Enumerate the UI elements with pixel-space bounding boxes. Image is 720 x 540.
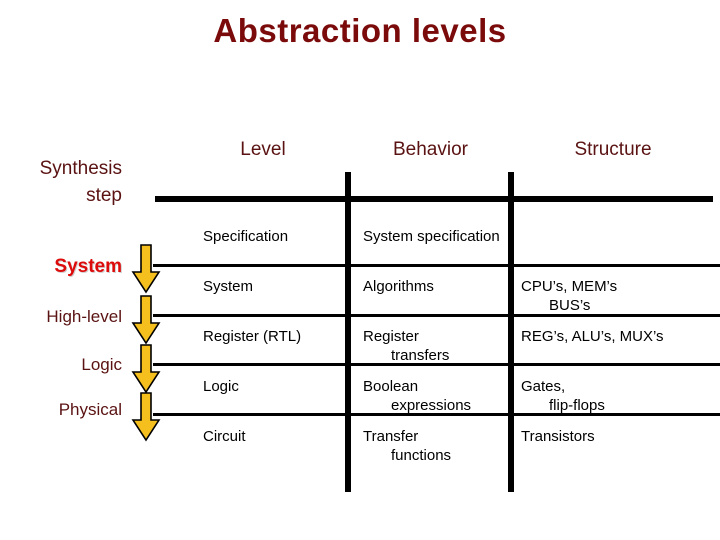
table-row: Transfer functions (363, 427, 507, 465)
page-title: Abstraction levels (213, 12, 507, 49)
table-row: Register (RTL) (203, 327, 343, 346)
table-column-divider-1 (345, 172, 351, 492)
table-row-divider-2 (153, 314, 720, 317)
table-header-rule (155, 196, 713, 202)
table-row: Gates, flip-flops (521, 377, 717, 415)
cell-structure-line1: CPU’s, MEM’s (521, 278, 618, 295)
table-row-divider-1 (153, 264, 720, 267)
synthesis-step-header-line1: Synthesis (39, 158, 122, 179)
synthesis-step-header: Synthesis step (0, 155, 122, 209)
cell-behavior-line1: Register (363, 328, 419, 345)
cell-level: Circuit (203, 428, 246, 445)
cell-structure-line1: Transistors (521, 428, 595, 445)
table-row-divider-3 (153, 363, 720, 366)
arrow-down-icon (130, 244, 162, 294)
cell-behavior-line1: Algorithms (363, 278, 434, 295)
column-header-behavior: Behavior (393, 139, 468, 160)
synthesis-step-physical: Physical (58, 400, 122, 419)
cell-behavior-line1: Transfer (363, 428, 419, 445)
synthesis-step-header-line2: step (86, 185, 122, 206)
column-header-level: Level (240, 139, 286, 160)
table-row: Algorithms (363, 277, 507, 296)
cell-behavior-line1: System specification (363, 228, 500, 245)
table-row: Register transfers (363, 327, 507, 365)
synthesis-step-high-level: High-level (46, 307, 122, 326)
cell-structure-line2: BUS’s (549, 297, 591, 314)
cell-level: Logic (203, 378, 239, 395)
arrow-down-icon (130, 344, 162, 394)
table-row: Boolean expressions (363, 377, 507, 415)
table-row: System (203, 277, 343, 296)
arrow-down-icon (130, 295, 162, 345)
arrow-down-icon (130, 392, 162, 442)
cell-level: Specification (203, 228, 289, 245)
table-row: System specification (363, 227, 507, 246)
table-row: Transistors (521, 427, 717, 446)
cell-level: System (203, 278, 254, 295)
synthesis-flow-arrows (130, 244, 162, 459)
cell-structure-line1: REG’s, ALU’s, MUX’s (521, 328, 664, 345)
table-row: CPU’s, MEM’s BUS’s (521, 277, 717, 315)
table-row: Circuit (203, 427, 343, 446)
table-row: REG’s, ALU’s, MUX’s (521, 327, 717, 346)
cell-structure-line1: Gates, (521, 378, 566, 395)
cell-structure-line2: flip-flops (549, 397, 605, 414)
cell-behavior-line1: Boolean (363, 378, 419, 395)
table-row-divider-4 (153, 413, 720, 416)
cell-level: Register (RTL) (203, 328, 302, 345)
synthesis-step-logic: Logic (81, 355, 122, 374)
table-row: Specification (203, 227, 343, 246)
cell-behavior-line2: functions (391, 447, 452, 464)
table-row: Logic (203, 377, 343, 396)
column-header-structure: Structure (574, 139, 652, 160)
synthesis-step-system: System (54, 256, 122, 277)
cell-behavior-line2: expressions (391, 397, 472, 414)
cell-behavior-line2: transfers (391, 347, 450, 364)
table-column-divider-2 (508, 172, 514, 492)
